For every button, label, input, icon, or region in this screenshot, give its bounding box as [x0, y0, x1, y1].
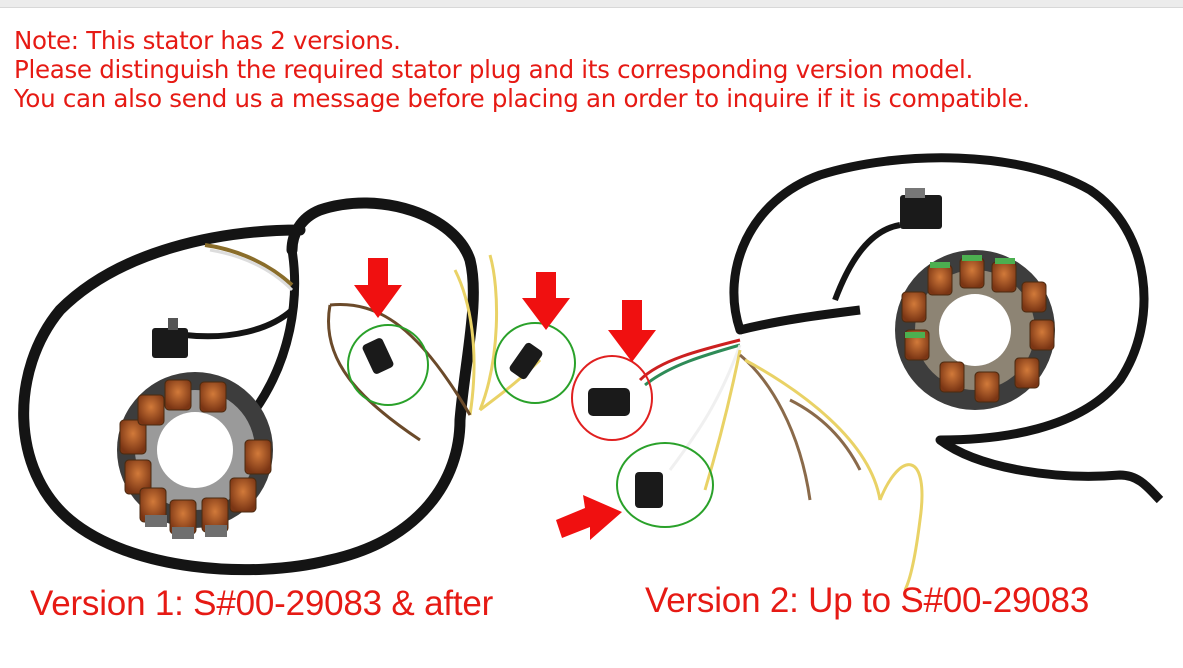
version-1-label: Version 1: S#00-29083 & after — [30, 584, 494, 623]
stator-coils-v1 — [117, 372, 273, 539]
note-line-1: Note: This stator has 2 versions. — [14, 26, 401, 55]
stator-version-1 — [18, 197, 576, 576]
version-2-label: Version 2: Up to S#00-29083 — [645, 581, 1090, 620]
stator-coils-v2 — [895, 250, 1055, 410]
note-line-2: Please distinguish the required stator p… — [14, 55, 974, 84]
compatibility-note: Note: This stator has 2 versions. Please… — [14, 26, 1179, 113]
stator-version-2 — [556, 153, 1164, 591]
top-border-bar — [0, 0, 1183, 8]
note-line-3: You can also send us a message before pl… — [14, 84, 1030, 113]
